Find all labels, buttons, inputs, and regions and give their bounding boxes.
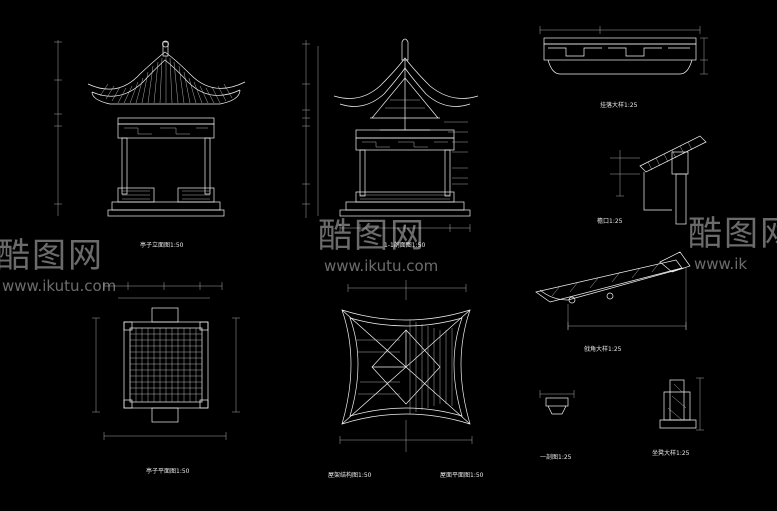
watermark-right-cn: 酷图网 <box>688 214 777 254</box>
watermark-left: 酷图网 www.ikutu.com <box>0 228 116 295</box>
watermark-center-url: www.ikutu.com <box>324 257 439 275</box>
watermark-center-cn: 酷图网 <box>318 216 426 256</box>
caption-railing-detail: 挂落大样1:25 <box>600 102 638 109</box>
caption-base-detail: 坐凳大样1:25 <box>652 450 690 457</box>
section-drawing <box>302 38 479 232</box>
watermark-right: 酷图网 www.ik <box>688 206 777 273</box>
watermark-center: 酷图网 www.ikutu.com <box>318 208 438 275</box>
watermark-left-cn: 酷图网 <box>0 236 104 276</box>
caption-eave-detail: 檐口1:25 <box>597 218 623 225</box>
small-section-detail-drawing <box>539 390 575 415</box>
caption-front-elevation: 亭子立面图1:50 <box>140 242 184 249</box>
caption-roof-plan: 屋面平面图1:50 <box>440 472 484 479</box>
roof-corner-detail-drawing <box>535 251 691 330</box>
caption-floor-plan: 亭子平面图1:50 <box>146 468 190 475</box>
caption-roof-frame-plan: 屋架结构图1:50 <box>328 472 372 479</box>
base-detail-drawing <box>659 377 704 431</box>
front-elevation-drawing <box>54 40 246 217</box>
eave-detail-drawing <box>610 135 707 225</box>
caption-small-detail: 一剖图1:25 <box>540 454 572 461</box>
roof-frame-plan-drawing <box>339 280 473 452</box>
caption-section: 1-1剖面图1:50 <box>384 242 426 249</box>
floor-plan-drawing <box>92 282 240 440</box>
railing-detail-drawing <box>539 26 708 75</box>
watermark-right-url: www.ik <box>694 255 748 273</box>
watermark-left-url: www.ikutu.com <box>2 277 117 295</box>
caption-roof-corner-detail: 戗角大样1:25 <box>584 346 622 353</box>
